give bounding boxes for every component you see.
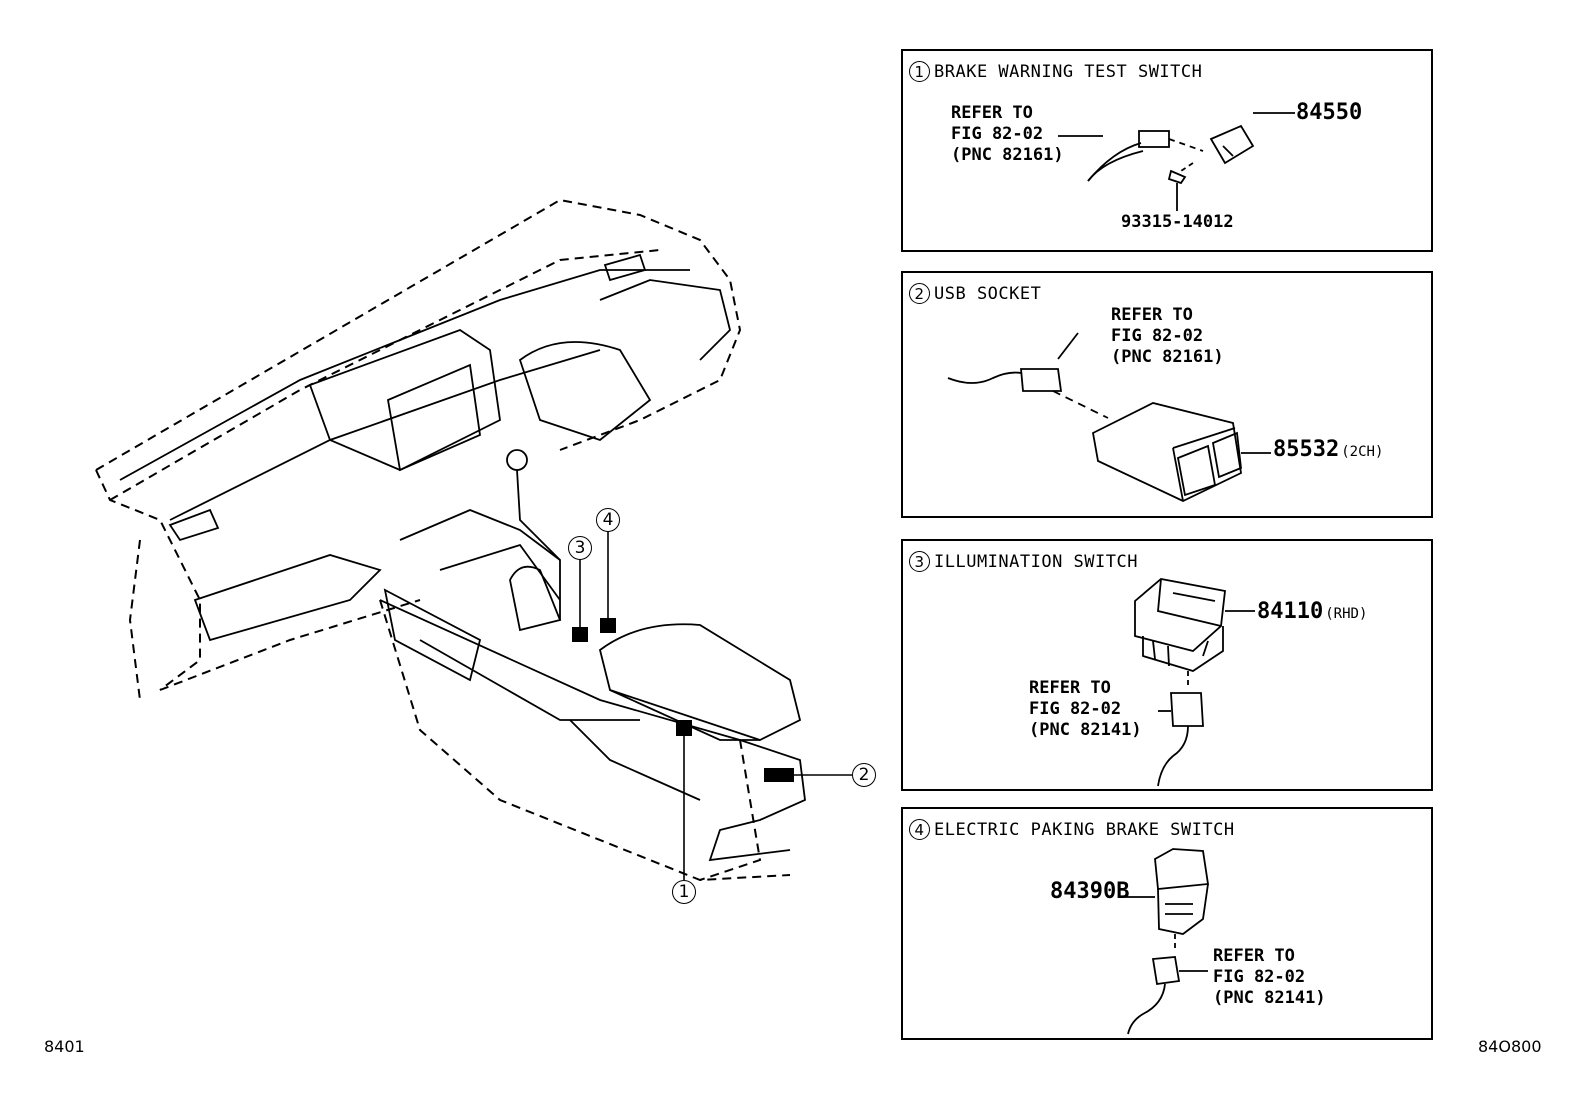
panel-number: 3: [909, 551, 930, 572]
panel-number: 1: [909, 61, 930, 82]
refer-note: REFER TO FIG 82-02 (PNC 82161): [1111, 305, 1224, 367]
panel-title-text: USB SOCKET: [934, 283, 1042, 304]
panel-title: 2 USB SOCKET: [909, 283, 1041, 304]
callout-2: 2: [852, 763, 876, 787]
part-number-84390b: 84390B: [1050, 879, 1130, 904]
part-number-84110: 84110(RHD): [1257, 599, 1368, 624]
usb-socket-drawing: [947, 332, 1271, 502]
panel-title-text: ILLUMINATION SWITCH: [934, 551, 1138, 572]
part-number-84550: 84550: [1296, 100, 1363, 125]
brake-switch-drawing: [1058, 112, 1295, 211]
dashboard-solid-lines: [119, 253, 806, 862]
panel-number: 4: [909, 819, 930, 840]
panel-illumination-switch: 3 ILLUMINATION SWITCH REFER TO FIG 82-02…: [901, 539, 1433, 791]
panel-title-text: BRAKE WARNING TEST SWITCH: [934, 61, 1203, 82]
panel-brake-warning-test-switch: 1 BRAKE WARNING TEST SWITCH REFER TO FIG…: [901, 49, 1433, 252]
panel-usb-socket: 2 USB SOCKET REFER TO FIG 82-02 (PNC 821…: [901, 271, 1433, 518]
diagram-code-left: 8401: [44, 1037, 85, 1056]
refer-note: REFER TO FIG 82-02 (PNC 82141): [1029, 678, 1142, 740]
refer-note: REFER TO FIG 82-02 (PNC 82161): [951, 103, 1064, 165]
parking-brake-switch-drawing: [1125, 848, 1210, 1035]
panel-electric-parking-brake-switch: 4 ELECTRIC PAKING BRAKE SWITCH REFER TO …: [901, 807, 1433, 1040]
refer-note: REFER TO FIG 82-02 (PNC 82141): [1213, 946, 1326, 1008]
dashboard-phantom-outline: [95, 198, 791, 882]
panel-title: 3 ILLUMINATION SWITCH: [909, 551, 1138, 572]
panel-number: 2: [909, 283, 930, 304]
panel-title: 4 ELECTRIC PAKING BRAKE SWITCH: [909, 819, 1235, 840]
illumination-switch-drawing: [1134, 578, 1255, 787]
panel-title: 1 BRAKE WARNING TEST SWITCH: [909, 61, 1202, 82]
callout-1: 1: [672, 880, 696, 904]
diagram-code-right: 84O800: [1478, 1037, 1542, 1056]
callout-leaders: [579, 530, 852, 880]
panel-title-text: ELECTRIC PAKING BRAKE SWITCH: [934, 819, 1235, 840]
callout-4: 4: [596, 508, 620, 532]
callout-3: 3: [568, 536, 592, 560]
part-number-screw: 93315-14012: [1121, 212, 1234, 232]
location-markers: [572, 618, 794, 782]
part-number-85532: 85532(2CH): [1273, 437, 1384, 462]
